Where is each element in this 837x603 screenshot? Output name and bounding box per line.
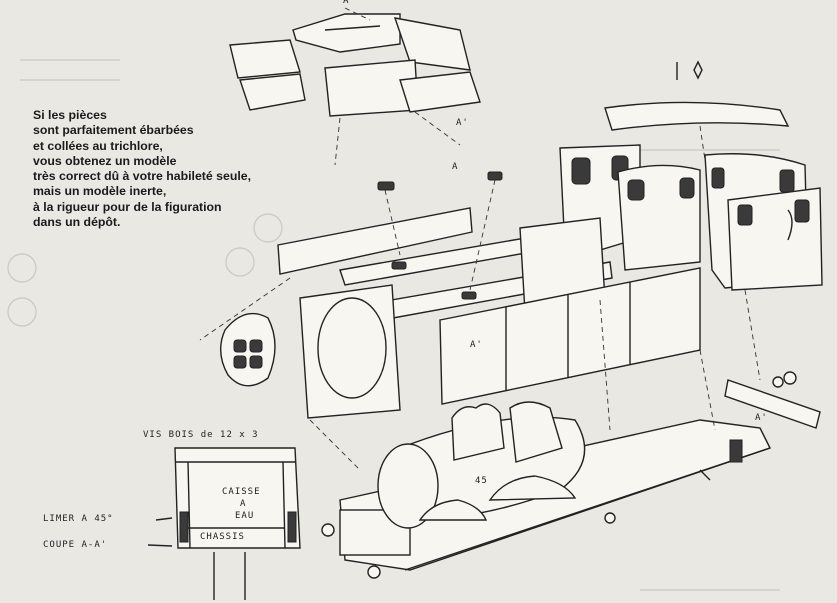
section-mark-side: A'	[470, 340, 483, 350]
caption-line: mais un modèle inerte,	[33, 184, 167, 199]
section-mark-mid: A	[452, 162, 459, 172]
section-note: COUPE A-A'	[43, 540, 108, 550]
water-tank-panels	[277, 171, 701, 405]
caption-line: à la rigueur pour de la figuration	[33, 199, 222, 214]
tank-label-line-3: EAU	[235, 511, 255, 521]
file-note: LIMER A 45°	[43, 514, 114, 524]
boiler-mark: 45	[475, 476, 488, 486]
caption-line: très correct dû à votre habileté seule,	[33, 169, 252, 184]
cab-panels	[559, 144, 823, 291]
section-sketch	[147, 447, 301, 600]
assembly-guide-lines	[199, 7, 761, 471]
chassis-and-boiler	[321, 401, 771, 579]
buffer-beam	[724, 371, 821, 429]
caption-line: vous obtenez un modèle	[33, 153, 177, 168]
smokebox-front	[220, 284, 401, 419]
cab-roof	[604, 60, 790, 161]
screw-note: VIS BOIS de 12 x 3	[143, 430, 259, 440]
section-mark-right: A'	[755, 413, 768, 423]
caption-line: sont parfaitement ébarbées	[33, 123, 194, 138]
chassis-label: CHASSIS	[200, 532, 245, 542]
tank-label-line-1: CAISSE	[222, 487, 261, 497]
caption-line: et collées au trichlore,	[33, 138, 163, 153]
cab-hood-parts	[229, 13, 481, 166]
section-mark-top: A	[343, 0, 350, 6]
caption-line: Si les pièces	[33, 108, 107, 122]
caption-text: Si les pièces sont parfaitement ébarbées…	[33, 108, 333, 230]
tank-label-line-2: A	[240, 499, 247, 509]
section-mark-top-prime: A'	[456, 118, 469, 128]
caption-line: dans un dépôt.	[33, 215, 121, 230]
